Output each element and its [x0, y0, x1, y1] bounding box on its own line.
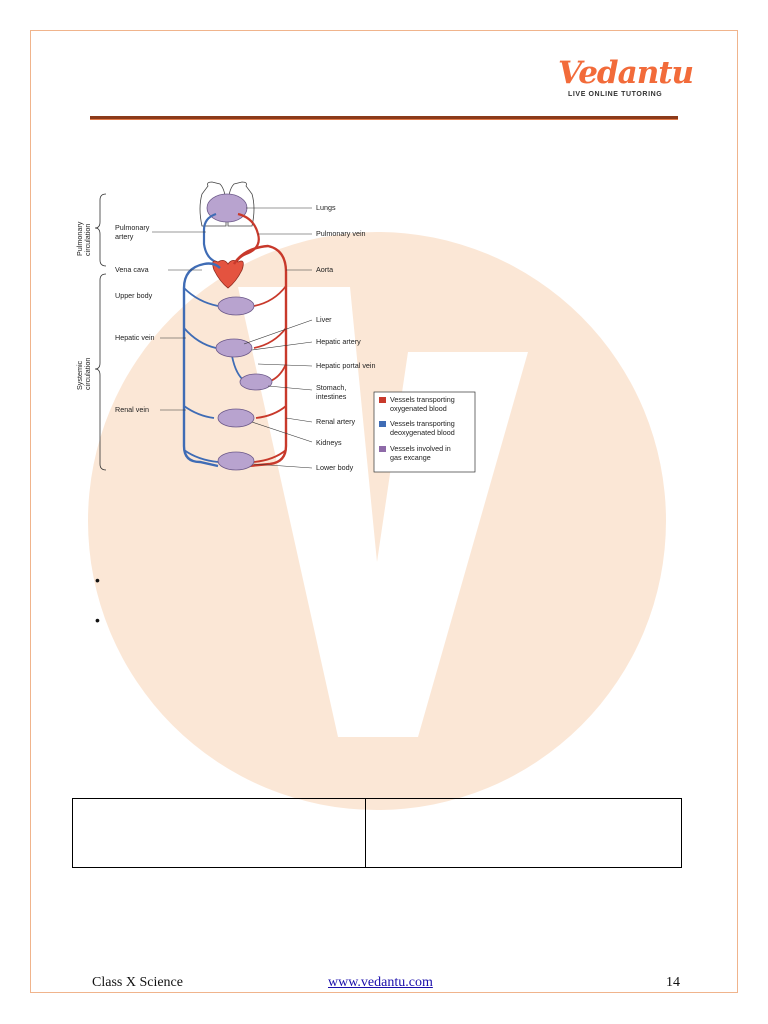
label-stomach-1: Stomach,	[316, 383, 346, 392]
footer-class-label: Class X Science	[92, 975, 183, 990]
capillary-beds	[215, 296, 273, 471]
label-lungs: Lungs	[316, 203, 336, 212]
label-lower-body: Lower body	[316, 463, 354, 472]
legend-oxygenated-2: oxygenated blood	[390, 404, 447, 413]
label-hepatic-portal-vein: Hepatic portal vein	[316, 361, 376, 370]
leader-lines	[152, 207, 313, 469]
table-cell	[73, 799, 366, 867]
label-hepatic-artery: Hepatic artery	[316, 337, 361, 346]
legend-deoxygenated-2: deoxygenated blood	[390, 428, 455, 437]
label-renal-artery: Renal artery	[316, 417, 356, 426]
legend-deoxygenated-1: Vessels transporting	[390, 419, 455, 428]
label-vena-cava: Vena cava	[115, 265, 149, 274]
table-cell	[366, 799, 681, 867]
label-renal-vein: Renal vein	[115, 405, 149, 414]
comparison-table	[72, 798, 682, 868]
legend-oxygenated-1: Vessels transporting	[390, 395, 455, 404]
label-pulmonary-artery-2: artery	[115, 232, 134, 241]
logo-tagline: LIVE ONLINE TUTORING	[568, 91, 663, 98]
page-border	[30, 30, 738, 993]
legend-swatch-deoxygenated	[379, 421, 386, 427]
header-rule	[90, 116, 678, 120]
circulation-diagram: Pulmonary circulation Systemic circulati…	[75, 181, 476, 473]
pulmonary-circulation-label-1: Pulmonary	[75, 221, 84, 256]
page-number: 14	[666, 975, 680, 990]
legend-swatch-gas-exchange	[379, 446, 386, 452]
label-pulmonary-vein: Pulmonary vein	[316, 229, 366, 238]
label-aorta: Aorta	[316, 265, 333, 274]
lung-capillary-bed	[206, 193, 248, 223]
legend-swatch-oxygenated	[379, 397, 386, 403]
pulmonary-artery-vessel	[202, 212, 217, 264]
aorta-vessel	[232, 244, 288, 468]
pulmonary-circulation-label-2: circulation	[83, 224, 92, 256]
label-upper-body: Upper body	[115, 291, 153, 300]
label-pulmonary-artery-1: Pulmonary	[115, 223, 150, 232]
diagram-legend: Vessels transporting oxygenated blood Ve…	[373, 391, 476, 473]
logo-wordmark: Vedantu	[558, 55, 694, 91]
legend-gas-exchange-2: gas excange	[390, 453, 431, 462]
section-brackets	[94, 193, 107, 471]
systemic-circulation-label-1: Systemic	[75, 360, 84, 390]
systemic-circulation-label-2: circulation	[83, 358, 92, 390]
bullet-point: •	[95, 612, 100, 628]
bullet-point: •	[95, 572, 100, 588]
label-kidneys: Kidneys	[316, 438, 342, 447]
label-liver: Liver	[316, 315, 332, 324]
label-hepatic-vein: Hepatic vein	[115, 333, 155, 342]
vena-cava-vessel	[182, 262, 221, 468]
vedantu-logo: Vedantu LIVE ONLINE TUTORING	[558, 55, 694, 105]
legend-gas-exchange-1: Vessels involved in	[390, 444, 451, 453]
footer-website-link[interactable]: www.vedantu.com	[328, 975, 433, 990]
branch-vessels	[183, 285, 287, 463]
label-stomach-2: intestines	[316, 392, 347, 401]
